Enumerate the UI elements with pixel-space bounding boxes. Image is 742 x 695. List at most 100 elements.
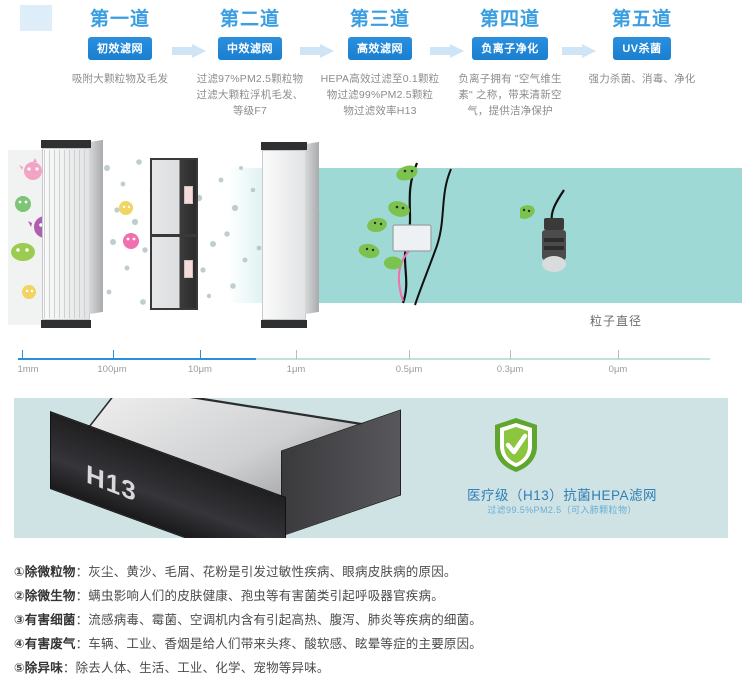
benefit-text: ：流感病毒、霉菌、空调机内含有引起高热、腹泻、肺炎等疾病的细菌。 [75, 613, 483, 627]
benefit-key: 除微粒物 [24, 565, 76, 579]
step-3: 第三道 高效滤网 HEPA高效过滤至0.1颗粒 物过滤99%PM2.5颗粒 物过… [310, 8, 450, 119]
panel-tag-lower [184, 260, 193, 278]
step-4: 第四道 负离子净化 负离子拥有 "空气维生 素" 之称，带来清新空 气，提供洁净… [440, 8, 580, 119]
panel-cap-top [41, 140, 91, 148]
filter-panel-medium [150, 158, 198, 310]
panel-cap-top [261, 142, 307, 150]
benefit-row-1: ①除微粒物：灰尘、黄沙、毛屑、花粉是引发过敏性疾病、眼病皮肤病的原因。 [14, 560, 728, 584]
step-3-badge: 高效滤网 [348, 37, 412, 60]
arrow-head [192, 44, 206, 58]
scale-tick [200, 350, 201, 359]
benefits-list: ①除微粒物：灰尘、黄沙、毛屑、花粉是引发过敏性疾病、眼病皮肤病的原因。 ②除微生… [14, 560, 728, 680]
step-1-desc: 吸附大颗粒物及毛发 [71, 73, 169, 85]
arrow-head [450, 44, 464, 58]
benefit-number: ① [14, 565, 25, 579]
scale-tick [409, 350, 410, 359]
step-4-desc: 负离子拥有 "空气维生 素" 之称，带来清新空 气，提供洁净保护 [458, 73, 562, 117]
step-2-desc: 过滤97%PM2.5颗粒物 过滤大颗粒浮机毛发、 等级F7 [196, 73, 304, 117]
arrow-3-to-4 [430, 44, 468, 58]
step-1: 第一道 初效滤网 吸附大颗粒物及毛发 [50, 8, 190, 87]
scale-tick [510, 350, 511, 359]
scale-label-100um: 100μm [97, 364, 127, 375]
benefit-key: 除异味 [24, 661, 63, 675]
particle-diameter-caption: 粒子直径 [589, 314, 642, 328]
particle-diameter-scale: 1mm 100μm 10μm 1μm 0.5μm 0.3μm 0μm [0, 345, 742, 385]
uv-lamp-icon [520, 189, 566, 272]
scale-label-05um: 0.5μm [395, 364, 423, 375]
benefit-row-4: ④有害废气：车辆、工业、香烟是给人们带来头疼、酸软感、眩晕等症的主要原因。 [14, 632, 728, 656]
scale-tick [113, 350, 114, 359]
step-5: 第五道 UV杀菌 强力杀菌、消毒、净化 [572, 8, 712, 87]
scale-label-1mm: 1mm [17, 364, 39, 375]
benefit-text: ：螨虫影响人们的皮肤健康、孢虫等有害菌类引起呼吸器官疾病。 [75, 589, 444, 603]
step-5-badge: UV杀菌 [613, 37, 671, 60]
filtration-illustration: 粒子直径 [0, 130, 742, 345]
germ-icon-yellow [22, 285, 36, 299]
benefit-text: ：灰尘、黄沙、毛屑、花粉是引发过敏性疾病、眼病皮肤病的原因。 [75, 565, 457, 579]
panel-divider [150, 234, 198, 237]
scale-label-0um: 0μm [608, 364, 628, 375]
shield-check-icon [495, 418, 537, 472]
step-5-desc: 强力杀菌、消毒、净化 [588, 73, 696, 85]
arrow-shaft [300, 47, 322, 55]
benefit-row-2: ②除微生物：螨虫影响人们的皮肤健康、孢虫等有害菌类引起呼吸器官疾病。 [14, 584, 728, 608]
step-4-title: 第四道 [479, 9, 540, 30]
benefit-key: 除微生物 [24, 589, 76, 603]
germ-icon-mid-yellow [119, 201, 133, 215]
step-2: 第二道 中效滤网 过滤97%PM2.5颗粒物 过滤大颗粒浮机毛发、 等级F7 [180, 8, 320, 119]
benefit-key: 有害废气 [24, 637, 76, 651]
benefit-row-5: ⑤除异味：除去人体、生活、工业、化学、宠物等异味。 [14, 656, 728, 680]
scale-label-1um: 1μm [286, 364, 306, 375]
step-3-title: 第三道 [349, 9, 410, 30]
panel-face [262, 150, 306, 320]
step-3-desc: HEPA高效过滤至0.1颗粒 物过滤99%PM2.5颗粒 物过滤效率H13 [320, 73, 440, 117]
corner-swatch [20, 5, 52, 31]
scale-line-coarse [18, 358, 256, 360]
step-5-title: 第五道 [611, 9, 672, 30]
step-2-title: 第二道 [219, 9, 280, 30]
step-1-title: 第一道 [89, 9, 150, 30]
arrow-shaft [562, 47, 584, 55]
germ-icon-mid-pink [123, 233, 139, 249]
benefit-number: ③ [14, 613, 25, 627]
ionizer-assembly [358, 162, 452, 306]
step-4-badge: 负离子净化 [472, 37, 548, 60]
germ-icon-green [15, 196, 31, 212]
panel-cap-bottom [41, 320, 91, 328]
step-1-badge: 初效滤网 [88, 37, 152, 60]
benefit-number: ② [14, 589, 25, 603]
arrow-head [320, 44, 334, 58]
scale-tick [296, 350, 297, 359]
arrow-shaft [172, 47, 194, 55]
benefit-number: ④ [14, 637, 25, 651]
scale-label-03um: 0.3μm [496, 364, 524, 375]
panel-pleats [44, 150, 88, 318]
benefit-key: 有害细菌 [24, 613, 76, 627]
germ-icon-lime [11, 243, 35, 261]
scale-label-10um: 10μm [188, 364, 212, 375]
arrow-4-to-5 [562, 44, 600, 58]
benefit-row-3: ③有害细菌：流感病毒、霉菌、空调机内含有引起高热、腹泻、肺炎等疾病的细菌。 [14, 608, 728, 632]
scale-tick [22, 350, 23, 359]
banner-title: 医疗级（H13）抗菌HEPA滤网 [466, 488, 658, 503]
filter-panel-hepa [261, 141, 319, 328]
panel-side [305, 141, 319, 315]
panel-tag-upper [184, 186, 193, 204]
filtration-steps: 第一道 初效滤网 吸附大颗粒物及毛发 第二道 中效滤网 过滤97%PM2.5颗粒… [0, 8, 742, 128]
scale-tick [618, 350, 619, 359]
benefit-text: ：车辆、工业、香烟是给人们带来头疼、酸软感、眩晕等症的主要原因。 [75, 637, 483, 651]
h13-filter-image: H13 [36, 398, 401, 538]
arrow-shaft [430, 47, 452, 55]
panel-side [89, 139, 103, 315]
step-2-badge: 中效滤网 [218, 37, 282, 60]
arrow-2-to-3 [300, 44, 338, 58]
h13-banner: H13 [14, 398, 728, 538]
arrow-head [582, 44, 596, 58]
clean-air-band [300, 168, 742, 303]
scale-line-fine [256, 358, 710, 360]
benefit-text: ：除去人体、生活、工业、化学、宠物等异味。 [62, 661, 330, 675]
filter-panel-primary [41, 139, 103, 328]
benefit-number: ⑤ [14, 661, 25, 675]
arrow-1-to-2 [172, 44, 210, 58]
